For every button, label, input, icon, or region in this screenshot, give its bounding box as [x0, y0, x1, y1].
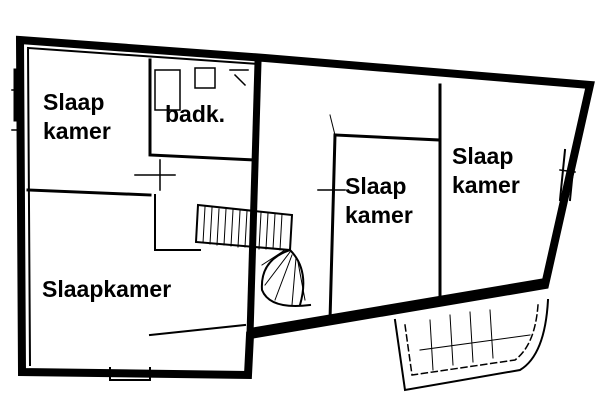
room-label-bedroom-bottom-left: Slaapkamer: [42, 276, 172, 302]
label-line: kamer: [452, 172, 520, 198]
label-line: kamer: [43, 118, 111, 144]
room-label-bedroom-top-left: Slaap kamer: [43, 88, 111, 146]
label-line: Slaap: [345, 173, 407, 199]
room-label-bathroom: badk.: [165, 101, 226, 127]
label-line: Slaap: [43, 89, 105, 115]
label-line: kamer: [345, 202, 413, 228]
room-label-bedroom-middle: Slaap kamer: [345, 172, 413, 230]
balcony: [393, 298, 550, 392]
label-line: Slaap: [452, 143, 514, 169]
room-label-bedroom-right: Slaap kamer: [452, 142, 520, 200]
outer-wall: [15, 35, 595, 380]
wall-left-block: [246, 58, 262, 339]
